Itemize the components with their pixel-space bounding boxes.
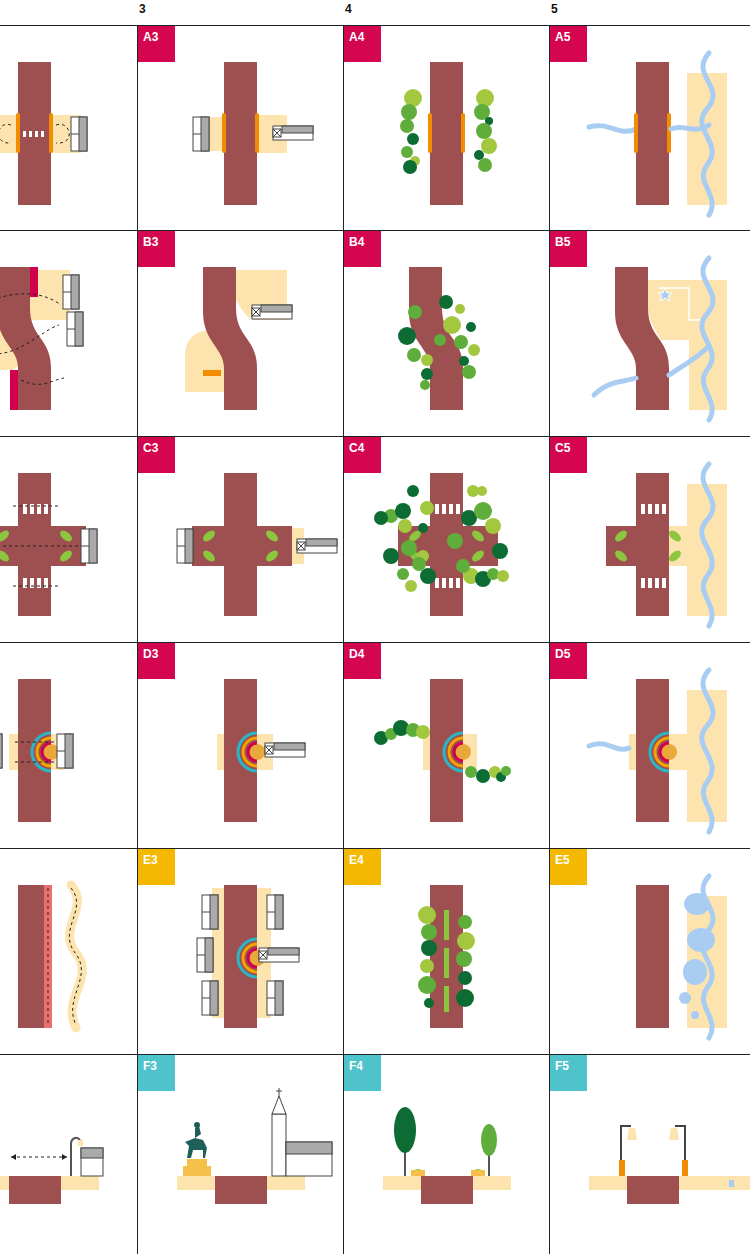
cell-code: C4	[349, 441, 364, 455]
cell-f5	[589, 1126, 750, 1204]
cell-b2	[0, 267, 83, 410]
cell-code: E4	[349, 853, 364, 867]
column-number: 4	[345, 2, 352, 16]
column-number: 5	[551, 2, 558, 16]
cell-a2	[0, 62, 87, 205]
cell-label: B5	[550, 231, 587, 267]
column-number: 3	[139, 2, 146, 16]
cell-c3	[177, 473, 337, 616]
cell-code: A3	[143, 30, 158, 44]
cell-label: A4	[344, 26, 381, 62]
cell-label: C4	[344, 437, 381, 473]
cell-code: D3	[143, 647, 158, 661]
cell-label: F4	[344, 1055, 381, 1091]
cell-label: B3	[138, 231, 175, 267]
cell-e5	[636, 876, 727, 1038]
cell-e3	[197, 885, 299, 1028]
cell-b5	[594, 258, 727, 420]
cell-label: E5	[550, 849, 587, 885]
cell-a4	[400, 62, 497, 205]
cell-b4	[398, 267, 480, 410]
cell-f4	[383, 1107, 511, 1204]
cell-f2	[0, 1138, 103, 1204]
cell-code: D4	[349, 647, 364, 661]
cell-code: E5	[555, 853, 570, 867]
cell-label: E3	[138, 849, 175, 885]
cell-code: B4	[349, 235, 364, 249]
cell-d3	[217, 679, 305, 822]
cell-label: A3	[138, 26, 175, 62]
cell-d5	[589, 670, 727, 832]
cell-code: C3	[143, 441, 158, 455]
cell-code: E3	[143, 853, 158, 867]
cell-c4	[374, 473, 509, 616]
cell-label: D5	[550, 643, 587, 679]
cell-code: D5	[555, 647, 570, 661]
cell-code: B3	[143, 235, 158, 249]
cell-label: D3	[138, 643, 175, 679]
cell-label: C3	[138, 437, 175, 473]
cell-code: F5	[555, 1059, 569, 1073]
cell-d2	[0, 679, 73, 822]
cell-d4	[374, 679, 511, 822]
cell-label: E4	[344, 849, 381, 885]
cell-code: A5	[555, 30, 570, 44]
cell-label: A5	[550, 26, 587, 62]
cell-label: D4	[344, 643, 381, 679]
cell-f3	[177, 1088, 332, 1204]
cell-label: F5	[550, 1055, 587, 1091]
cell-code: B5	[555, 235, 570, 249]
cell-e2	[18, 885, 82, 1028]
cell-c5	[606, 464, 727, 626]
cell-e4	[418, 885, 475, 1028]
grid-lines	[0, 25, 750, 1254]
cell-a3	[193, 62, 313, 205]
cell-a5	[589, 53, 727, 215]
cell-code: C5	[555, 441, 570, 455]
cell-code: A4	[349, 30, 364, 44]
cell-b3	[185, 267, 292, 410]
cell-label: B4	[344, 231, 381, 267]
cell-code: F4	[349, 1059, 363, 1073]
cell-c2	[0, 473, 97, 616]
cell-label: F3	[138, 1055, 175, 1091]
cell-label: C5	[550, 437, 587, 473]
cell-code: F3	[143, 1059, 157, 1073]
